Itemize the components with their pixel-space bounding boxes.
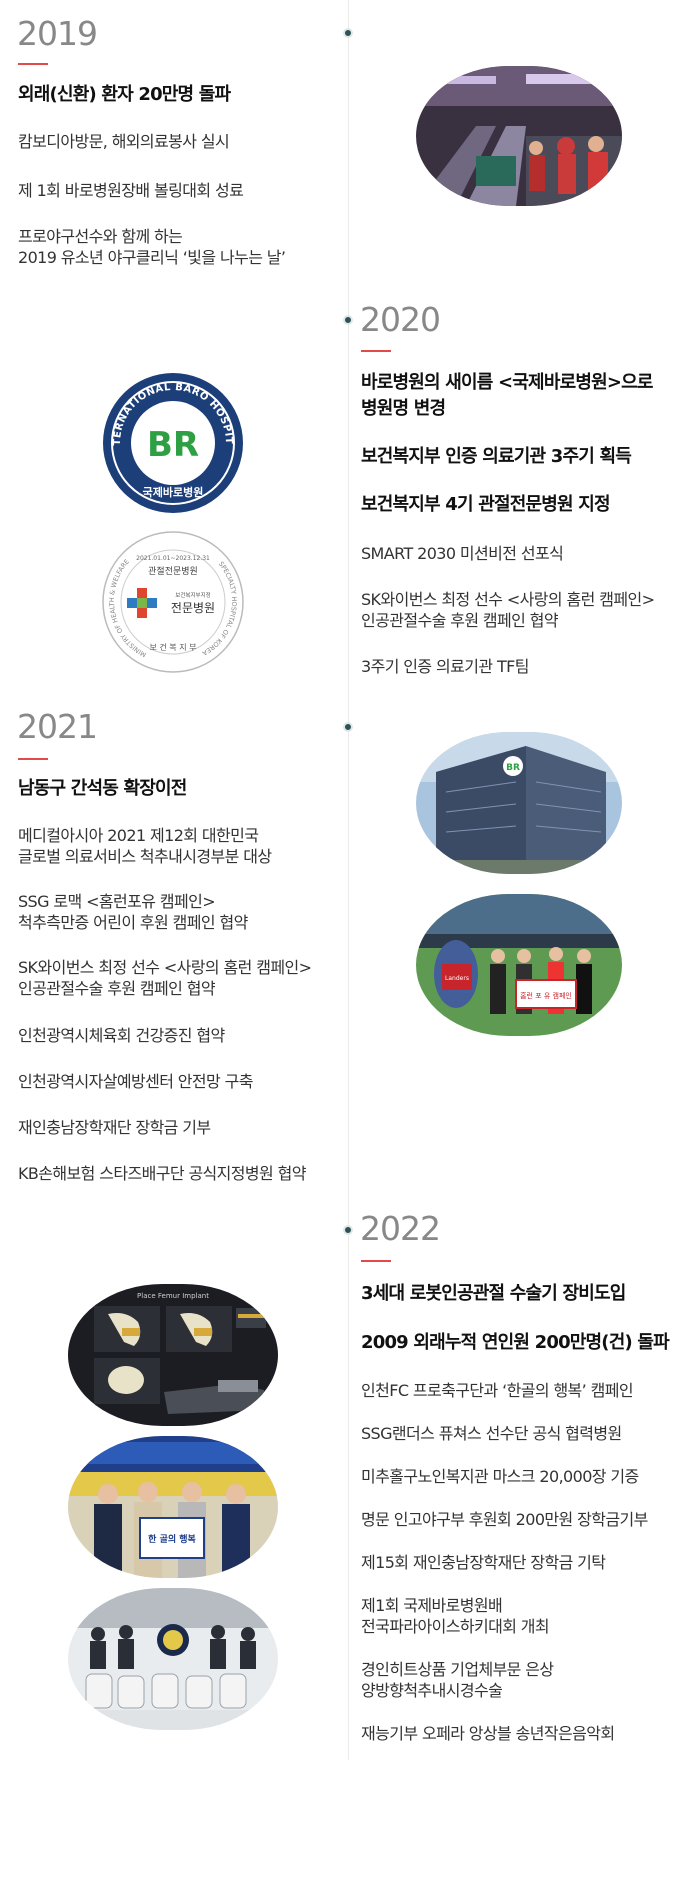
photo-robot-surgery-system: Place Femur Implant: [68, 1284, 278, 1426]
seal-main-text: 전문병원: [171, 601, 215, 615]
event-2021-2b: 글로벌 의료서비스 척추내시경부분 대상: [18, 847, 272, 866]
event-2021-4b: 인공관절수술 후원 캠페인 협약: [18, 979, 216, 998]
hospital-logo-badge: INTERNATIONAL BARO HOSPITAL BR 국제바로병원: [98, 364, 244, 514]
event-2019-2: 캄보디아방문, 해외의료봉사 실시: [18, 132, 230, 151]
event-2022-4: SSG랜더스 퓨쳐스 선수단 공식 협력병원: [361, 1424, 622, 1443]
event-2021-6: 인천광역시자살예방센터 안전망 구축: [18, 1072, 254, 1091]
specialty-hospital-seal: MINISTRY OF HEALTH & WELFARE SPECIALTY H…: [101, 530, 245, 674]
event-2022-1: 3세대 로봇인공관절 수술기 장비도입: [361, 1283, 626, 1304]
event-2021-1: 남동구 간석동 확장이전: [18, 778, 187, 799]
year-underline-2020: [361, 350, 391, 352]
cross-icon: [127, 588, 157, 618]
year-2020: 2020: [360, 300, 441, 339]
event-2021-3a: SSG 로맥 <홈런포유 캠페인>: [18, 892, 216, 911]
year-2021: 2021: [17, 707, 98, 746]
year-underline-2021: [18, 758, 48, 760]
event-2020-5a: SK와이번스 최정 선수 <사랑의 홈런 캠페인>: [361, 590, 655, 609]
event-2021-2a: 메디컬아시아 2021 제12회 대한민국: [18, 826, 259, 845]
event-2021-5: 인천광역시체육회 건강증진 협약: [18, 1026, 225, 1045]
timeline-line: [348, 0, 349, 1760]
seal-top-text: 관절전문병원: [148, 565, 198, 577]
event-2019-3: 제 1회 바로병원장배 볼링대회 성료: [18, 181, 244, 200]
event-2021-7: 재인충남장학재단 장학금 기부: [18, 1118, 211, 1137]
photo-new-building: BR: [416, 732, 622, 874]
timeline-dot-2020: [343, 315, 353, 325]
event-2020-5b: 인공관절수술 후원 캠페인 협약: [361, 611, 559, 630]
event-2022-10: 재능기부 오페라 앙상블 송년작은음악회: [361, 1724, 615, 1743]
year-2022: 2022: [360, 1209, 441, 1248]
year-2019: 2019: [17, 14, 98, 53]
year-underline-2022: [361, 1260, 391, 1262]
photo-para-icehockey: [68, 1588, 278, 1730]
event-2019-4a: 프로야구선수와 함께 하는: [18, 227, 183, 246]
event-2022-6: 명문 인고야구부 후원회 200만원 장학금기부: [361, 1510, 648, 1529]
building-sign: BR: [506, 763, 520, 773]
photo-homerun-campaign: Landers 홈런 포 유 캠페인: [416, 894, 622, 1036]
event-2020-1b: 병원명 변경: [361, 398, 446, 419]
year-underline-2019: [18, 63, 48, 65]
event-2020-3: 보건복지부 4기 관절전문병원 지정: [361, 494, 611, 515]
robot-screen-title: Place Femur Implant: [137, 1292, 209, 1300]
timeline-dot-2022: [343, 1225, 353, 1235]
event-2022-7: 제15회 재인충남장학재단 장학금 기탁: [361, 1553, 606, 1572]
event-2021-8: KB손해보험 스타즈배구단 공식지정병원 협약: [18, 1164, 306, 1183]
event-2022-3: 인천FC 프로축구단과 ‘한골의 행복’ 캠페인: [361, 1381, 634, 1400]
event-2022-8b: 전국파라아이스하키대회 개최: [361, 1617, 550, 1636]
event-2021-3b: 척추측만증 어린이 후원 캠페인 협약: [18, 913, 248, 932]
event-2020-2: 보건복지부 인증 의료기관 3주기 획득: [361, 446, 632, 467]
photo-bowling-event: [416, 66, 622, 206]
seal-bottom-text: 보 건 복 지 부: [150, 642, 197, 652]
logo-initials: BR: [147, 425, 199, 465]
event-2020-6: 3주기 인증 의료기관 TF팀: [361, 657, 530, 676]
event-2019-4b: 2019 유소년 야구클리닉 ‘빛을 나누는 날’: [18, 248, 286, 267]
seal-sub-text: 보건복지부지정: [175, 591, 210, 599]
soccer-board: 한 골의 행복: [148, 1533, 196, 1545]
homerun-board: 홈런 포 유 캠페인: [520, 991, 572, 1000]
event-2022-9b: 양방향척추내시경수술: [361, 1681, 503, 1700]
event-2022-2: 2009 외래누적 연인원 200만명(건) 돌파: [361, 1332, 670, 1353]
event-2022-5: 미추홀구노인복지관 마스크 20,000장 기증: [361, 1467, 639, 1486]
event-2021-4a: SK와이번스 최정 선수 <사랑의 홈런 캠페인>: [18, 958, 312, 977]
timeline-dot-2021: [343, 722, 353, 732]
event-2020-1a: 바로병원의 새이름 <국제바로병원>으로: [361, 372, 653, 393]
timeline-dot-2019: [343, 28, 353, 38]
mascot-jersey: Landers: [445, 975, 469, 982]
event-2019-1: 외래(신환) 환자 20만명 돌파: [18, 84, 231, 105]
event-2020-4: SMART 2030 미션비전 선포식: [361, 544, 564, 563]
event-2022-8a: 제1회 국제바로병원배: [361, 1596, 503, 1615]
event-2022-9a: 경인히트상품 기업체부문 은상: [361, 1660, 554, 1679]
photo-soccer-campaign: 한 골의 행복: [68, 1436, 278, 1578]
logo-name-ko: 국제바로병원: [143, 485, 204, 499]
seal-period: 2021.01.01~2023.12.31: [136, 555, 210, 562]
